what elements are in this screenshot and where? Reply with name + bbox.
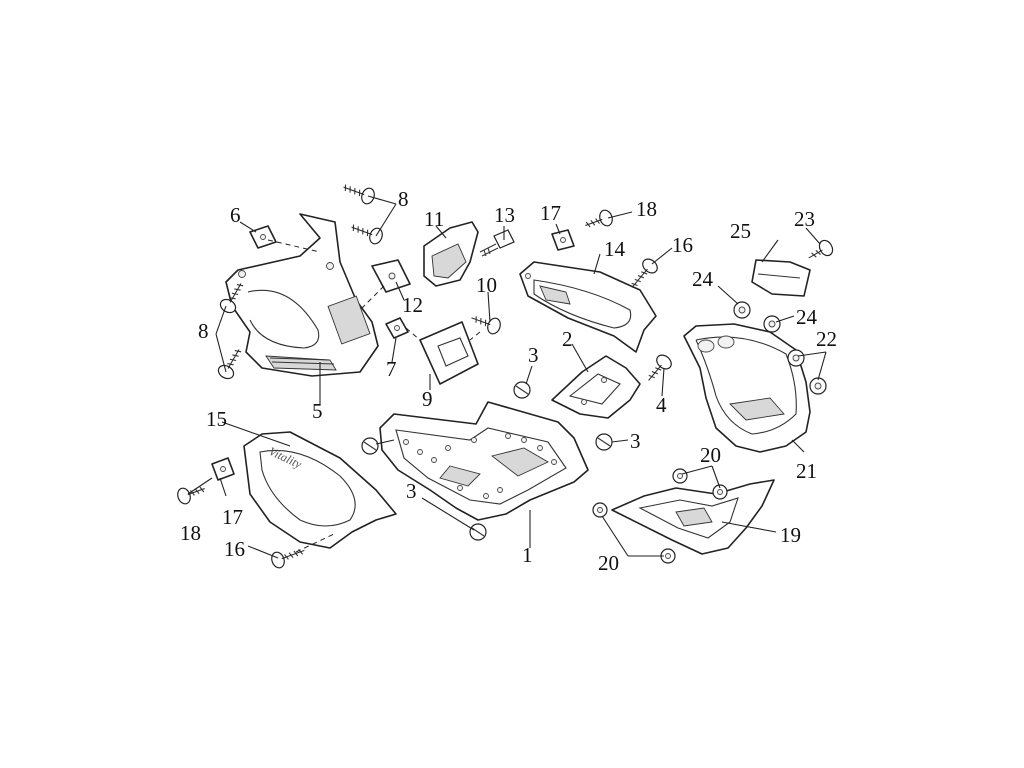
- callout-12: 12: [402, 293, 423, 317]
- callout-3-top: 3: [528, 343, 539, 367]
- callout-4: 4: [656, 393, 667, 417]
- leader-lines: [187, 195, 827, 559]
- clip-nuts-part-17: [211, 229, 575, 481]
- latch-cover-part-25: [751, 259, 811, 297]
- callout-18-top: 18: [636, 197, 657, 221]
- callout-20-top: 20: [700, 443, 721, 467]
- lower-panel-part-19: [611, 479, 775, 555]
- callout-16-top: 16: [672, 233, 693, 257]
- screws-part-18: [177, 209, 613, 505]
- callout-8-top: 8: [398, 187, 409, 211]
- clip-nut-part-7: [385, 317, 409, 339]
- plate-part-12: [371, 259, 411, 293]
- callout-24-right: 24: [796, 305, 818, 329]
- side-cover-part-15: Vitality: [243, 431, 397, 549]
- callout-16-bottom: 16: [224, 537, 245, 561]
- screws-part-8: [217, 184, 383, 380]
- panel-part-9: [419, 321, 479, 385]
- callout-25: 25: [730, 219, 751, 243]
- callout-3-bottom: 3: [406, 479, 417, 503]
- screw-part-4: [648, 354, 672, 381]
- callout-17-top: 17: [540, 201, 561, 225]
- cover-part-11: [423, 221, 479, 287]
- callout-18-bottom: 18: [180, 521, 201, 545]
- callout-5: 5: [312, 399, 323, 423]
- screw-part-23: [808, 239, 834, 259]
- callout-10: 10: [476, 273, 497, 297]
- callout-8-left: 8: [198, 319, 209, 343]
- callout-11: 11: [424, 207, 444, 231]
- screw-part-10: [471, 316, 501, 335]
- inner-cover-part-14: [519, 261, 657, 353]
- callout-22: 22: [816, 327, 837, 351]
- callout-17-bottom: 17: [222, 505, 243, 529]
- floor-panel-part-1: [379, 401, 589, 521]
- callout-9: 9: [422, 387, 433, 411]
- callout-1: 1: [522, 543, 533, 567]
- front-leg-shield-part-5: [225, 213, 379, 377]
- callout-3-right: 3: [630, 429, 641, 453]
- bolt-part-13: [479, 229, 515, 257]
- grommets-part-20: [592, 468, 728, 564]
- bracket-part-2: [551, 355, 641, 419]
- callout-7: 7: [386, 357, 397, 381]
- callout-13: 13: [494, 203, 515, 227]
- clip-nut-part-6: [249, 225, 277, 249]
- callout-20-bottom: 20: [598, 551, 619, 575]
- callout-15: 15: [206, 407, 227, 431]
- callout-6: 6: [230, 203, 241, 227]
- grommets-part-22: [787, 349, 827, 395]
- callout-24-left: 24: [692, 267, 714, 291]
- callout-14: 14: [604, 237, 626, 261]
- callout-labels: 8 6 11 13 17 18 14 16 25 23 24 24 22 8 1…: [180, 187, 837, 575]
- bolts-part-3: [361, 381, 613, 541]
- nuts-part-24: [733, 301, 781, 333]
- callout-21: 21: [796, 459, 817, 483]
- helmet-box-part-21: [683, 323, 811, 453]
- callout-2: 2: [562, 327, 573, 351]
- callout-23: 23: [794, 207, 815, 231]
- callout-19: 19: [780, 523, 801, 547]
